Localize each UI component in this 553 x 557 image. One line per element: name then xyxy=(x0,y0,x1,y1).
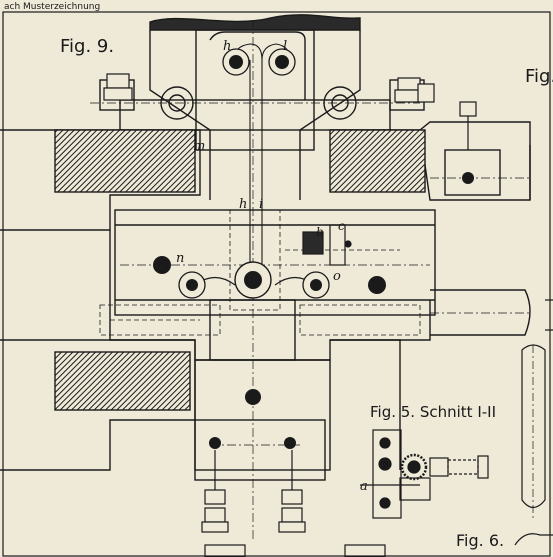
fig9-title: Fig. 9. xyxy=(60,36,114,57)
fig-partial-title: Fig. xyxy=(525,66,553,87)
fig5-title: Fig. 5. Schnitt I-II xyxy=(370,403,496,421)
label-b: b xyxy=(316,225,324,239)
roller-left xyxy=(178,271,206,299)
bolt-right-arm xyxy=(462,172,474,184)
label-m: m xyxy=(193,139,205,154)
header-fragment: ach Musterzeichnung xyxy=(4,2,100,12)
label-h-mid: h xyxy=(239,197,247,212)
roller-l-top xyxy=(268,48,296,76)
label-l-top: l xyxy=(283,39,287,54)
bolt-lower-left xyxy=(209,437,221,449)
nuts xyxy=(103,73,477,533)
label-c: c xyxy=(338,219,345,233)
bolt-lower-centre xyxy=(245,389,261,405)
fig6-title: Fig. 6. xyxy=(456,531,504,550)
roller-o xyxy=(302,271,330,299)
plate-border xyxy=(2,11,551,557)
roller-h-top xyxy=(222,48,250,76)
label-o: o xyxy=(333,269,341,284)
label-n: n xyxy=(176,251,184,266)
bolt-lower-right xyxy=(284,437,296,449)
bolt-right-mid xyxy=(368,276,386,294)
side-handle xyxy=(521,299,553,520)
rollers xyxy=(153,48,474,449)
fig9-assembly xyxy=(0,14,531,481)
bolt-n xyxy=(153,256,171,274)
ratchet-detail xyxy=(302,224,352,266)
fig5-detail xyxy=(360,429,489,519)
label-h-top: h xyxy=(223,39,231,54)
roller-centre xyxy=(234,261,272,299)
label-i-mid: i xyxy=(259,197,263,212)
label-a: a xyxy=(360,479,368,494)
fig6-detail xyxy=(204,533,553,557)
